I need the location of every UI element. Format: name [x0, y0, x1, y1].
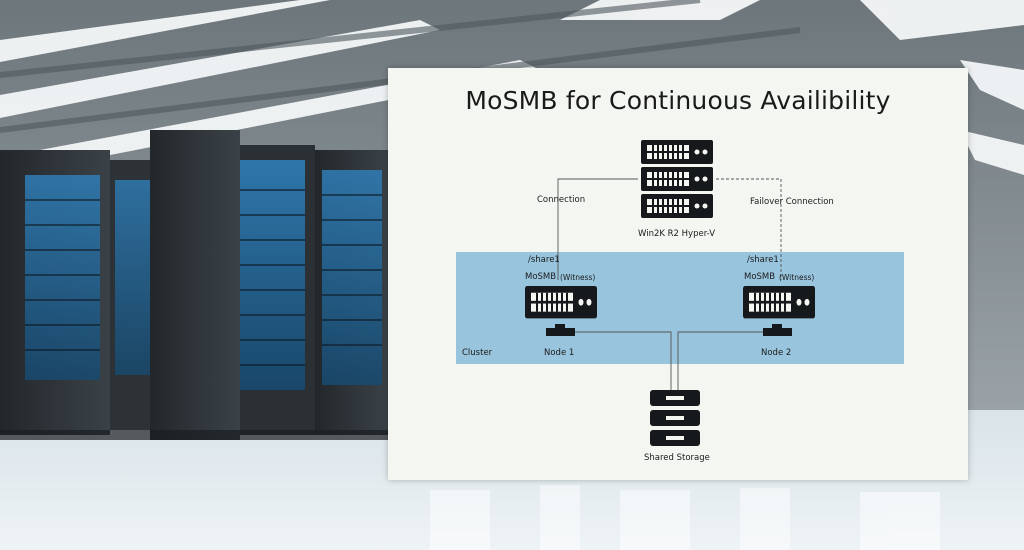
- right-witness-server-icon: [743, 286, 815, 319]
- failover-connection-label: Failover Connection: [750, 197, 834, 207]
- right-witness-label: (Witness): [779, 273, 815, 282]
- node2-label: Node 2: [761, 348, 792, 358]
- node2-storage-line: [677, 331, 763, 390]
- node1-storage-line: [575, 331, 672, 390]
- diagram-card: MoSMB for Continuous Availibility Connec…: [388, 68, 968, 480]
- right-mosmb-label: MoSMB: [744, 272, 776, 282]
- failover-connection-line: [716, 178, 782, 280]
- cluster-region: [456, 252, 904, 364]
- hyperv-label: Win2K R2 Hyper-V: [638, 229, 716, 239]
- diagram-title: MoSMB for Continuous Availibility: [465, 86, 891, 115]
- diagram-canvas: [456, 140, 904, 446]
- node2-port-icon: [763, 324, 792, 336]
- hyperv-server-rack-icon: [641, 140, 713, 218]
- left-witness-label: (Witness): [560, 273, 596, 282]
- right-share-label: /share1: [747, 255, 779, 265]
- connection-label: Connection: [537, 195, 586, 205]
- node1-port-icon: [546, 324, 575, 336]
- shared-storage-label: Shared Storage: [644, 453, 710, 463]
- left-share-label: /share1: [528, 255, 560, 265]
- cluster-label: Cluster: [462, 348, 493, 358]
- left-mosmb-label: MoSMB: [525, 272, 557, 282]
- node1-label: Node 1: [544, 348, 575, 358]
- left-witness-server-icon: [525, 286, 597, 319]
- shared-storage-icon: [650, 390, 700, 446]
- connection-line: [557, 178, 638, 280]
